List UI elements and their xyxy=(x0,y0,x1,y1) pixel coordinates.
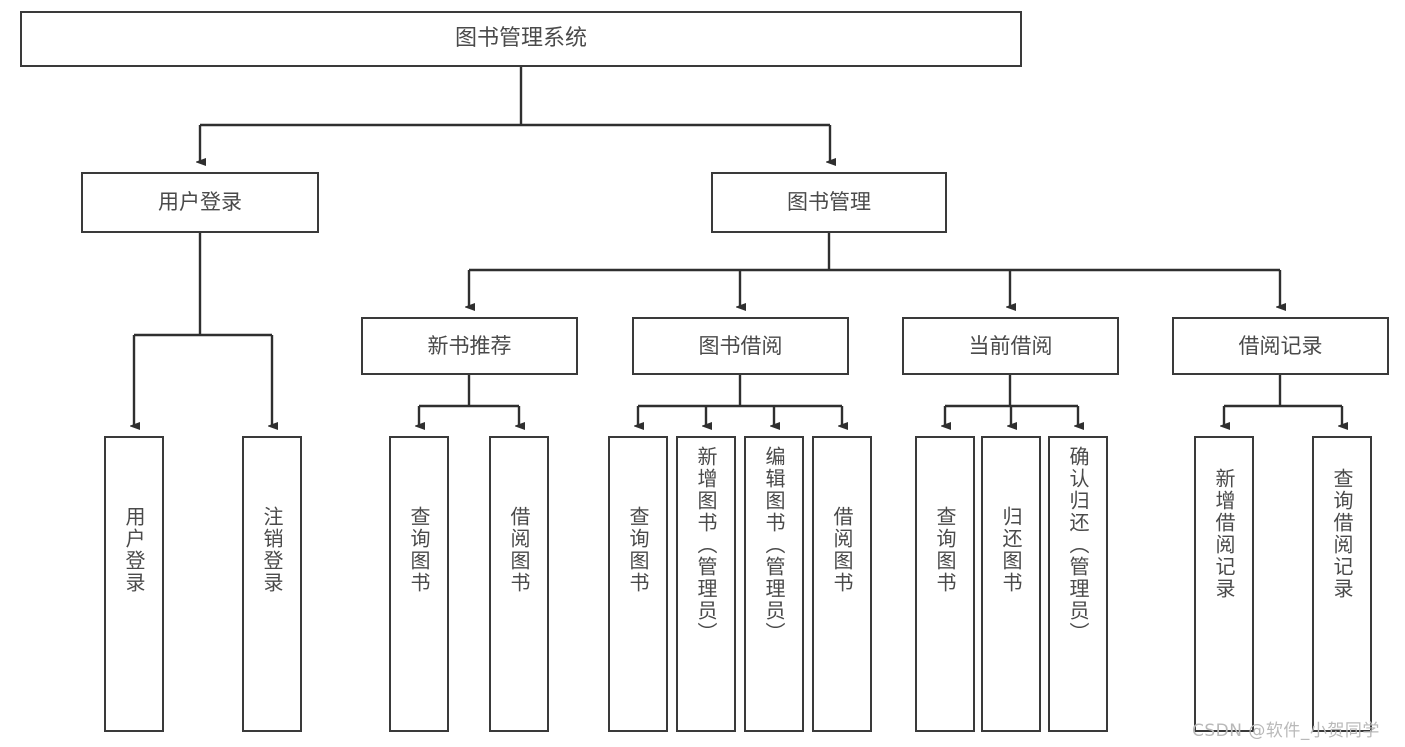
leaf-user-login-signin-label: 用户登录 xyxy=(122,506,146,594)
node-new-book-recommend[interactable]: 新书推荐 xyxy=(361,317,578,375)
node-book-management[interactable]: 图书管理 xyxy=(711,172,947,233)
node-root-system-label: 图书管理系统 xyxy=(454,26,587,52)
leaf-borrow-borrow-book[interactable]: 借阅图书 xyxy=(812,436,872,732)
node-borrow-record[interactable]: 借阅记录 xyxy=(1172,317,1389,375)
node-current-borrow[interactable]: 当前借阅 xyxy=(902,317,1119,375)
leaf-current-return-book[interactable]: 归还图书 xyxy=(981,436,1041,732)
node-current-borrow-label: 当前借阅 xyxy=(968,333,1053,358)
node-book-borrow-label: 图书借阅 xyxy=(698,333,783,358)
leaf-current-confirm-return-label: 确认归还（管理员） xyxy=(1066,446,1090,644)
node-book-borrow[interactable]: 图书借阅 xyxy=(632,317,849,375)
leaf-record-add-label: 新增借阅记录 xyxy=(1212,468,1236,600)
leaf-current-return-book-label: 归还图书 xyxy=(999,506,1023,594)
leaf-user-login-signout-label: 注销登录 xyxy=(260,506,284,594)
leaf-record-query-label: 查询借阅记录 xyxy=(1330,468,1354,600)
leaf-new-book-query-label: 查询图书 xyxy=(407,506,431,594)
leaf-borrow-borrow-book-label: 借阅图书 xyxy=(830,506,854,594)
node-borrow-record-label: 借阅记录 xyxy=(1238,333,1323,358)
leaf-user-login-signout[interactable]: 注销登录 xyxy=(242,436,302,732)
node-book-management-label: 图书管理 xyxy=(787,190,871,215)
node-new-book-recommend-label: 新书推荐 xyxy=(427,333,512,358)
leaf-borrow-add-book[interactable]: 新增图书（管理员） xyxy=(676,436,736,732)
watermark-credit: CSDN @软件_小贺同学 xyxy=(1192,721,1380,741)
node-user-login-label: 用户登录 xyxy=(158,190,242,215)
leaf-record-query[interactable]: 查询借阅记录 xyxy=(1312,436,1372,732)
leaf-borrow-query-book-label: 查询图书 xyxy=(626,506,650,594)
leaf-record-add[interactable]: 新增借阅记录 xyxy=(1194,436,1254,732)
node-root-system[interactable]: 图书管理系统 xyxy=(20,11,1022,67)
leaf-user-login-signin[interactable]: 用户登录 xyxy=(104,436,164,732)
leaf-new-book-query[interactable]: 查询图书 xyxy=(389,436,449,732)
leaf-borrow-add-book-label: 新增图书（管理员） xyxy=(694,446,718,644)
leaf-new-book-borrow[interactable]: 借阅图书 xyxy=(489,436,549,732)
leaf-borrow-query-book[interactable]: 查询图书 xyxy=(608,436,668,732)
leaf-current-query-book[interactable]: 查询图书 xyxy=(915,436,975,732)
leaf-borrow-edit-book[interactable]: 编辑图书（管理员） xyxy=(744,436,804,732)
node-user-login[interactable]: 用户登录 xyxy=(81,172,319,233)
leaf-current-confirm-return[interactable]: 确认归还（管理员） xyxy=(1048,436,1108,732)
leaf-new-book-borrow-label: 借阅图书 xyxy=(507,506,531,594)
leaf-current-query-book-label: 查询图书 xyxy=(933,506,957,594)
leaf-borrow-edit-book-label: 编辑图书（管理员） xyxy=(762,446,786,644)
